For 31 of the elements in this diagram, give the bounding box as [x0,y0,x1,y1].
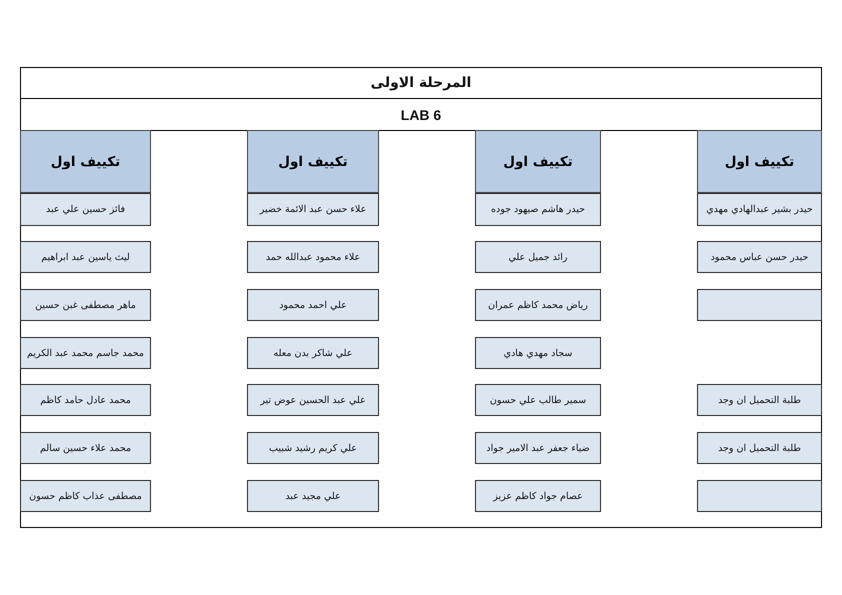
name-cell: حيدر حسن عباس محمود [697,241,822,273]
name-cell: سجاد مهدي هادي [475,337,601,369]
column-header: تكييف اول [247,130,379,193]
name-cell: طلبة التحميل ان وجد [697,384,822,416]
name-cell: فائز حسين علي عبد [20,193,151,226]
name-cell: محمد علاء حسين سالم [20,432,151,464]
empty-cell [697,480,822,512]
name-cell: ماهر مصطفى غبن حسين [20,289,151,321]
name-cell: رياض محمد كاظم عمران [475,289,601,321]
name-cell: مصطفى عذاب كاظم حسون [20,480,151,512]
name-cell: علي احمد محمود [247,289,379,321]
name-cell: رائد جميل علي [475,241,601,273]
name-cell: علي عبد الحسين عوض تير [247,384,379,416]
name-cell: علي شاكر بدن معله [247,337,379,369]
name-cell: علي مجيد عبد [247,480,379,512]
empty-cell [697,289,822,321]
column-header: تكييف اول [20,130,151,193]
name-cell: حيدر بشير عبدالهادي مهدي [697,193,822,226]
name-cell: عصام جواد كاظم عزيز [475,480,601,512]
column-header: تكييف اول [475,130,601,193]
name-cell: علاء محمود عبدالله حمد [247,241,379,273]
name-cell: علاء حسن عبد الائمة خضير [247,193,379,226]
name-cell: علي كريم رشيد شبيب [247,432,379,464]
name-cell: سمير طالب علي حسون [475,384,601,416]
name-cell: طلبة التحميل ان وجد [697,432,822,464]
name-cell: ليث ياسين عبد ابراهيم [20,241,151,273]
column-header: تكييف اول [697,130,822,193]
name-cell: حيدر هاشم صيهود جوده [475,193,601,226]
name-cell: ضياء جعفر عبد الامير جواد [475,432,601,464]
name-cell: محمد جاسم محمد عبد الكريم [20,337,151,369]
name-cell: محمد عادل حامد كاظم [20,384,151,416]
